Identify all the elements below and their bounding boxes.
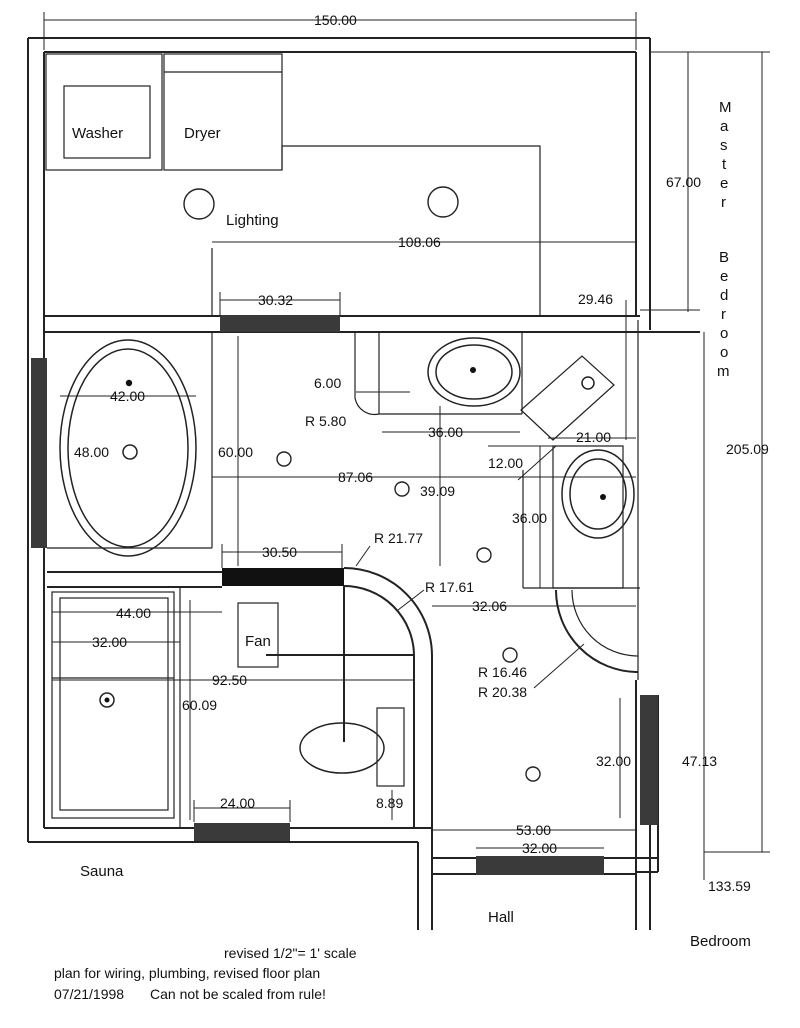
dim-offset-6: 6.00: [314, 375, 341, 391]
washer: Washer: [45, 53, 163, 171]
sink-2-inner: [569, 458, 627, 530]
angled-cabinet: [520, 355, 615, 441]
window-upper: [220, 315, 340, 332]
plan-description: plan for wiring, plumbing, revised floor…: [54, 965, 320, 981]
plan-date: 07/21/1998: [54, 986, 124, 1002]
dim-sink-36: 36.00: [428, 424, 463, 440]
dim-depth-60-09: 60.09: [182, 697, 217, 713]
bedroom-letter-3: r: [721, 306, 726, 323]
bedroom-letter-0: B: [719, 249, 729, 266]
dim-radius-20: R 20.38: [478, 684, 527, 700]
dim-offset-12: 12.00: [488, 455, 523, 471]
fan-label: Fan: [245, 633, 271, 650]
dim-tub-length: 48.00: [74, 444, 109, 460]
dryer: Dryer: [163, 53, 283, 171]
dim-span-92: 92.50: [212, 672, 247, 688]
bedroom-letter-2: d: [720, 287, 728, 304]
master-letter-5: r: [721, 194, 726, 211]
hall-label: Hall: [488, 909, 514, 926]
washer-label: Washer: [72, 125, 123, 142]
redaction-blot: [56, 938, 216, 962]
dim-window-mid: 30.50: [262, 544, 297, 560]
fan: [237, 602, 279, 668]
dim-sink-side-36: 36.00: [512, 510, 547, 526]
dim-window-24: 24.00: [220, 795, 255, 811]
recessed-light-4: [502, 647, 518, 663]
dim-radius-21: R 21.77: [374, 530, 423, 546]
dim-corner-133: 133.59: [708, 878, 751, 894]
recessed-light-2: [394, 481, 410, 497]
lighting-label: Lighting: [226, 212, 279, 229]
dim-offset-29: 29.46: [578, 291, 613, 307]
dim-closet-47: 47.13: [682, 753, 717, 769]
sink-2-outer: [561, 449, 635, 539]
bedroom-label: Bedroom: [690, 933, 751, 950]
sauna-area: Sauna: [47, 571, 222, 880]
dim-offset-32-06: 32.06: [472, 598, 507, 614]
dim-counter-length: 108.06: [398, 234, 441, 250]
recessed-light-5: [525, 766, 541, 782]
dim-tub-width: 42.00: [110, 388, 145, 404]
scale-note: revised 1/2"= 1' scale: [224, 945, 357, 961]
sink-1-inner: [435, 344, 513, 400]
window-bedroom: [640, 695, 658, 825]
light-fixture-1: [183, 188, 215, 220]
toilet-bowl: [299, 722, 385, 774]
tub-inner: [67, 348, 189, 548]
vanity: [354, 332, 635, 589]
master-letter-3: t: [722, 156, 727, 173]
laundry-partition: [44, 145, 700, 333]
bedroom-letter-4: o: [720, 325, 728, 342]
master-letter-0: M: [719, 99, 732, 116]
dim-radius-5: R 5.80: [305, 413, 346, 429]
window-hall: [476, 856, 604, 875]
dim-radius-17: R 17.61: [425, 579, 474, 595]
windows: [194, 315, 658, 875]
dim-laundry-depth: 67.00: [666, 174, 701, 190]
light-fixture-2: [427, 186, 459, 218]
sauna-label: Sauna: [80, 863, 124, 880]
ceiling-lights: Lighting: [183, 186, 541, 782]
dim-hall-32: 32.00: [522, 840, 557, 856]
recessed-light-3: [476, 547, 492, 563]
bedroom-letter-6: m: [717, 363, 730, 380]
dimension-lines: [43, 12, 770, 880]
dim-room-width: 87.06: [338, 469, 373, 485]
dim-toilet-8: 8.89: [376, 795, 403, 811]
master-letter-4: e: [720, 175, 728, 192]
dryer-label: Dryer: [184, 125, 221, 142]
toilet-tank: [376, 707, 405, 787]
dim-overall-width: 150.00: [314, 12, 357, 28]
dim-sauna-32: 32.00: [92, 634, 127, 650]
shower-toilet: Fan: [237, 567, 433, 828]
dim-closet-32: 32.00: [596, 753, 631, 769]
master-letter-1: a: [720, 118, 729, 135]
sink-1-outer: [427, 337, 521, 407]
bedroom-letter-5: o: [720, 344, 728, 361]
recessed-light-1: [276, 451, 292, 467]
dim-hall-53: 53.00: [516, 822, 551, 838]
scale-warning: Can not be scaled from rule!: [150, 986, 326, 1002]
dim-window-upper: 30.32: [258, 292, 293, 308]
dim-radius-16: R 16.46: [478, 664, 527, 680]
dim-center-39: 39.09: [420, 483, 455, 499]
master-letter-2: s: [720, 137, 728, 154]
dim-sauna-44: 44.00: [116, 605, 151, 621]
dim-offset-21: 21.00: [576, 429, 611, 445]
dim-vanity-depth: 60.00: [218, 444, 253, 460]
tub-outer: [59, 339, 197, 557]
window-lower: [194, 823, 290, 841]
dimension-labels: 150.00 67.00 205.09 108.06 30.32 29.46 4…: [74, 12, 769, 894]
plan-notes: revised 1/2"= 1' scale plan for wiring, …: [54, 938, 357, 1002]
window-middle: [222, 568, 344, 586]
dim-overall-depth: 205.09: [726, 441, 769, 457]
tub-area: [31, 332, 213, 557]
master-bedroom-vertical-label: M a s t e r B e d r o o m: [717, 99, 732, 380]
bedroom-letter-1: e: [720, 268, 728, 285]
